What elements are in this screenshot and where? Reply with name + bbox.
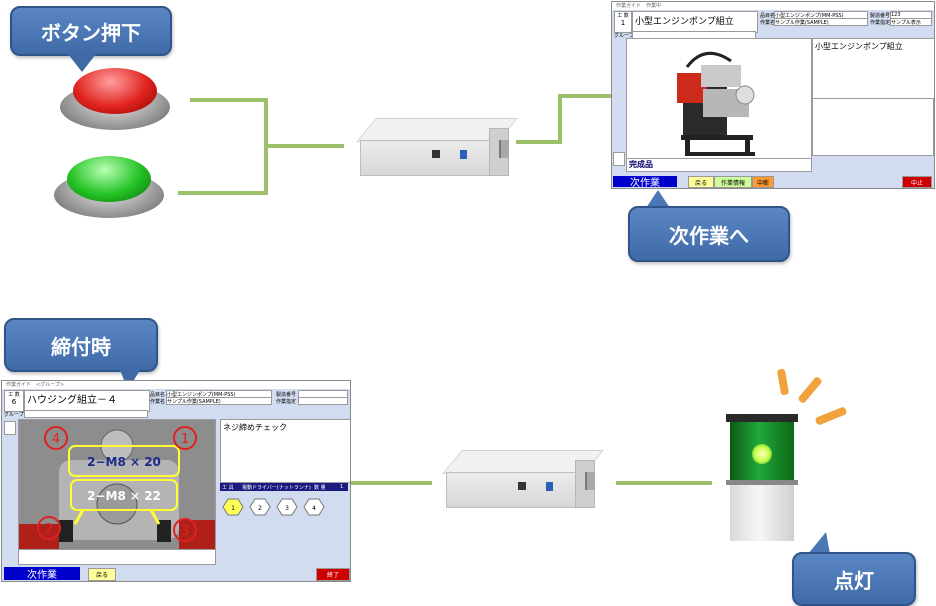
svg-text:2: 2: [258, 505, 262, 512]
controller-box-top: [355, 118, 519, 176]
svg-text:4: 4: [312, 505, 316, 512]
tighten-mark-3: 3: [181, 524, 189, 539]
tighten-mark-4: 4: [52, 432, 60, 447]
callout-tightening-label: 締付時: [51, 334, 111, 359]
cable-plug-icon: [499, 140, 509, 158]
callout-lighting-tail: [808, 532, 830, 554]
controller-to-screen-wire: [516, 94, 612, 144]
callout-lighting-label: 点灯: [834, 568, 874, 593]
controller-box-bottom: [441, 450, 605, 508]
pause-button[interactable]: 中断: [752, 176, 774, 188]
svg-text:3: 3: [285, 505, 289, 512]
work-guide-screen-next: 作業ガイド 作業中 工 数 1 小型エンジンポンプ組立 グループ 品目名 小型エ…: [611, 1, 935, 189]
callout-next-work-tail: [646, 190, 670, 208]
process-number: 6: [11, 398, 17, 406]
cable-plug-icon: [585, 472, 595, 490]
callout-button-press-label: ボタン押下: [41, 20, 141, 45]
housing-image: 4 1 2 3 2−M8 × 20 2−M8 × 22: [19, 420, 215, 550]
green-push-button[interactable]: [54, 150, 164, 222]
usb3-port-icon: [546, 482, 553, 491]
next-work-button[interactable]: 次作業: [4, 567, 80, 581]
description-panel: 小型エンジンポンプ組立: [812, 38, 934, 102]
engine-pump-image: [677, 51, 755, 156]
description-panel: ネジ締めチェック: [220, 419, 350, 483]
lamp-glow-icon: [752, 444, 772, 464]
work-info-button[interactable]: 作業情報: [714, 176, 752, 188]
tool-row: 工 具 電動ドライバー(ナットランナ) 数 量 1: [220, 483, 348, 491]
back-button[interactable]: 戻る: [88, 568, 116, 581]
side-toggle[interactable]: [4, 421, 16, 435]
notes-panel: [812, 98, 934, 156]
caption-field: [18, 549, 216, 565]
screen-title: 小型エンジンポンプ組立: [632, 11, 758, 33]
red-button-wire: [190, 98, 344, 148]
process-number: 1: [620, 19, 626, 27]
signal-tower-light: [726, 414, 798, 542]
step-3: [276, 498, 298, 516]
bolt-spec-top: 2−M8 × 20: [87, 455, 161, 469]
tighten-mark-1: 1: [181, 432, 189, 447]
screen-title: ハウジング組立－４: [24, 390, 150, 412]
usb3-port-icon: [460, 150, 467, 159]
svg-text:1: 1: [231, 505, 235, 512]
step-indicators: 1 2 3 4: [222, 498, 325, 516]
side-toggle[interactable]: [613, 152, 625, 166]
usb-port-icon: [518, 482, 526, 490]
callout-button-press: ボタン押下: [10, 6, 172, 56]
back-button[interactable]: 戻る: [688, 176, 714, 188]
tighten-mark-2: 2: [45, 522, 53, 537]
housing-photo-area: 4 1 2 3 2−M8 × 20 2−M8 × 22: [18, 419, 216, 551]
bolt-spec-bottom: 2−M8 × 22: [87, 489, 161, 503]
end-button[interactable]: 終了: [316, 568, 350, 581]
usb-port-icon: [432, 150, 440, 158]
work-guide-screen-tightening: 作業ガイド <グループ> 工 数 6 ハウジング組立－４ グループ 品目名 小型…: [1, 380, 351, 582]
step-1: [222, 498, 244, 516]
callout-next-work: 次作業へ: [628, 206, 790, 262]
product-photo-area: [626, 38, 812, 166]
screen-header: 作業ガイド 作業中: [612, 2, 934, 10]
screen-header: 作業ガイド <グループ>: [2, 381, 350, 389]
callout-button-press-tail: [68, 54, 96, 72]
stop-button[interactable]: 中止: [902, 176, 932, 188]
next-work-button[interactable]: 次作業: [613, 176, 677, 188]
callout-lighting: 点灯: [792, 552, 916, 606]
red-push-button[interactable]: [60, 62, 170, 134]
green-button-wire: [178, 146, 268, 195]
step-4: [303, 498, 325, 516]
callout-next-work-label: 次作業へ: [669, 223, 749, 248]
callout-tightening: 締付時: [4, 318, 158, 372]
caption-field: 完成品: [626, 158, 812, 172]
step-2: [249, 498, 271, 516]
